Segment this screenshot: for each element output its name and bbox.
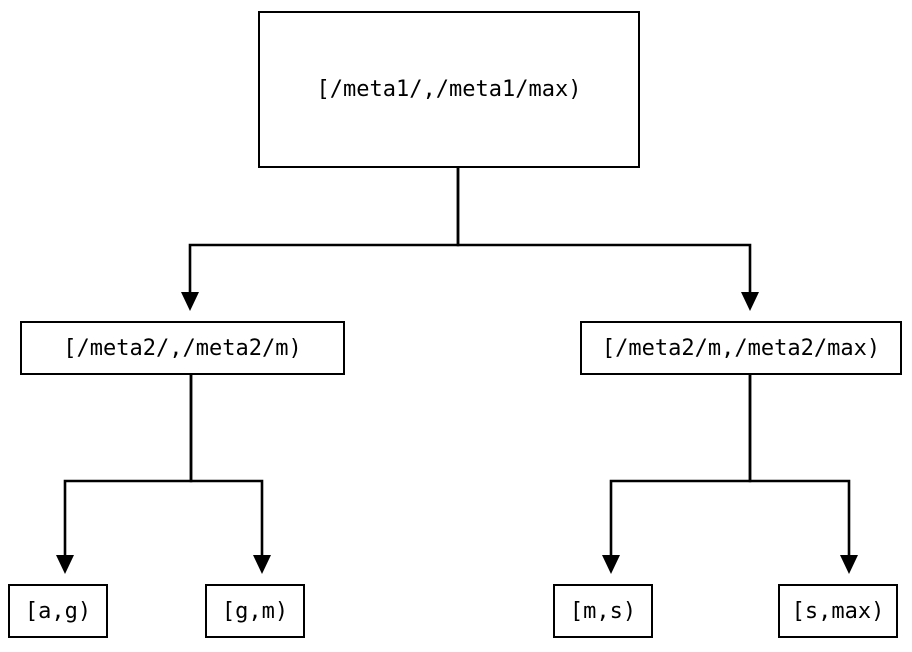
node-leaf-m-s[interactable]: [m,s) — [553, 584, 653, 638]
edge-root-to-mid-right — [456, 168, 759, 311]
arrowhead-icon — [181, 292, 199, 311]
node-leaf-s-max-label: [s,max) — [791, 598, 885, 624]
node-mid-right-label: [/meta2/m,/meta2/max) — [601, 335, 881, 361]
node-leaf-a-g[interactable]: [a,g) — [8, 584, 108, 638]
edge-mid-left-to-leaf-g-m — [189, 375, 271, 574]
node-leaf-s-max[interactable]: [s,max) — [778, 584, 898, 638]
node-mid-left[interactable]: [/meta2/,/meta2/m) — [20, 321, 345, 375]
arrowhead-icon — [56, 555, 74, 574]
node-mid-right[interactable]: [/meta2/m,/meta2/max) — [580, 321, 902, 375]
node-leaf-a-g-label: [a,g) — [24, 598, 92, 624]
arrowhead-icon — [840, 555, 858, 574]
arrowhead-icon — [741, 292, 759, 311]
node-root-label: [/meta1/,/meta1/max) — [316, 77, 582, 102]
node-leaf-g-m[interactable]: [g,m) — [205, 584, 305, 638]
edge-mid-left-to-leaf-a-g — [56, 375, 193, 574]
node-root[interactable]: [/meta1/,/meta1/max) — [258, 11, 640, 168]
node-mid-left-label: [/meta2/,/meta2/m) — [63, 335, 302, 361]
arrowhead-icon — [253, 555, 271, 574]
node-leaf-g-m-label: [g,m) — [221, 598, 289, 624]
edge-mid-right-to-leaf-m-s — [602, 375, 752, 574]
edge-root-to-mid-left — [181, 168, 460, 311]
edge-mid-right-to-leaf-s-max — [748, 375, 858, 574]
node-leaf-m-s-label: [m,s) — [569, 598, 637, 624]
arrowhead-icon — [602, 555, 620, 574]
